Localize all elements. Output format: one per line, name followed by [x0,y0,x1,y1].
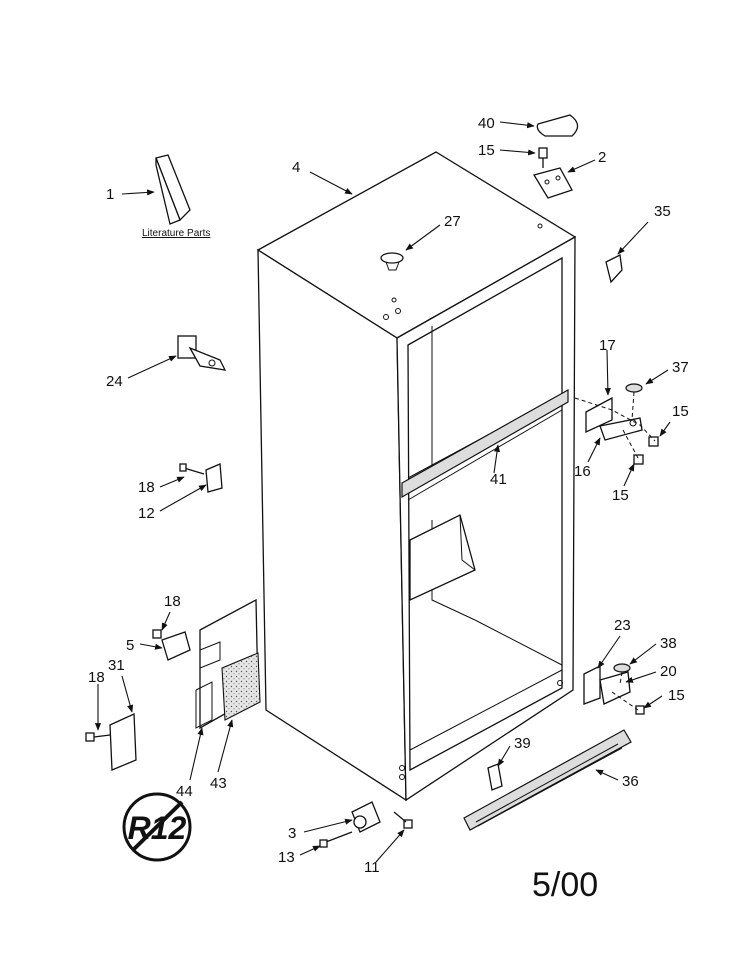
part-24-bracket [177,335,227,371]
part-18-screw-lower [85,732,111,742]
part-15-screw-lower [635,705,645,715]
callout-1: 1 [106,186,114,203]
part-36-toe-grille [463,729,632,831]
no-r12-badge: R12 [122,792,192,862]
callout-24: 24 [106,373,123,390]
callout-4: 4 [292,159,300,176]
part-17-spacer [585,396,613,434]
callout-15-mid-lower: 15 [612,487,629,504]
part-20-bottom-hinge [599,671,631,705]
part-35-clip [605,254,623,284]
callout-37: 37 [672,359,689,376]
part-15-screw-mid [633,436,659,465]
callout-17: 17 [599,337,616,354]
callout-38: 38 [660,635,677,652]
callout-11: 11 [364,859,380,876]
callout-15-top: 15 [478,142,495,159]
callout-numbers: 1 4 40 15 2 27 35 24 17 37 15 16 15 18 1… [88,115,689,876]
callout-15-bottom: 15 [668,687,685,704]
part-1-literature [155,154,191,225]
callout-5: 5 [126,637,134,654]
part-13-screw [319,831,353,848]
part-18-screw-upper [179,463,205,475]
callout-44: 44 [176,783,193,800]
callout-16: 16 [574,463,591,480]
part-3-roller-bracket [351,801,381,833]
part-27-plug [380,252,404,271]
callout-41: 41 [490,471,507,488]
callout-15-mid-right: 15 [672,403,689,420]
callout-27: 27 [444,213,461,230]
part-15-screw-top [538,147,548,168]
callout-2: 2 [598,149,606,166]
part-31-cover [109,713,137,771]
part-5-bracket [161,631,191,661]
date-code: 5/00 [532,866,598,904]
callout-36: 36 [622,773,639,790]
callout-18-middle: 18 [164,593,181,610]
part-12-bracket [205,463,223,493]
cabinet [256,151,577,802]
callout-18-lower: 18 [88,669,105,686]
part-39-clip [487,763,503,791]
literature-parts-label: Literature Parts [142,228,210,239]
callout-18-upper: 18 [138,479,155,496]
part-11-screw [393,811,413,829]
part-38-washer [613,663,631,673]
callout-3: 3 [288,825,296,842]
part-41-divider-rail [401,388,569,499]
callout-43: 43 [210,775,227,792]
part-2-top-hinge [532,167,573,199]
part-18-screw-left [152,629,162,639]
part-43-insulation-pad [221,652,261,721]
callout-12: 12 [138,505,155,522]
callout-23: 23 [614,617,631,634]
callout-31: 31 [108,657,125,674]
callout-40: 40 [478,115,495,132]
part-40-hinge-cap [536,114,579,137]
callout-39: 39 [514,735,531,752]
callout-20: 20 [660,663,677,680]
callout-35: 35 [654,203,671,220]
part-23-spacer [583,664,601,705]
leader-lines [94,121,671,863]
callout-13: 13 [278,849,295,866]
part-37-washer [625,383,643,393]
